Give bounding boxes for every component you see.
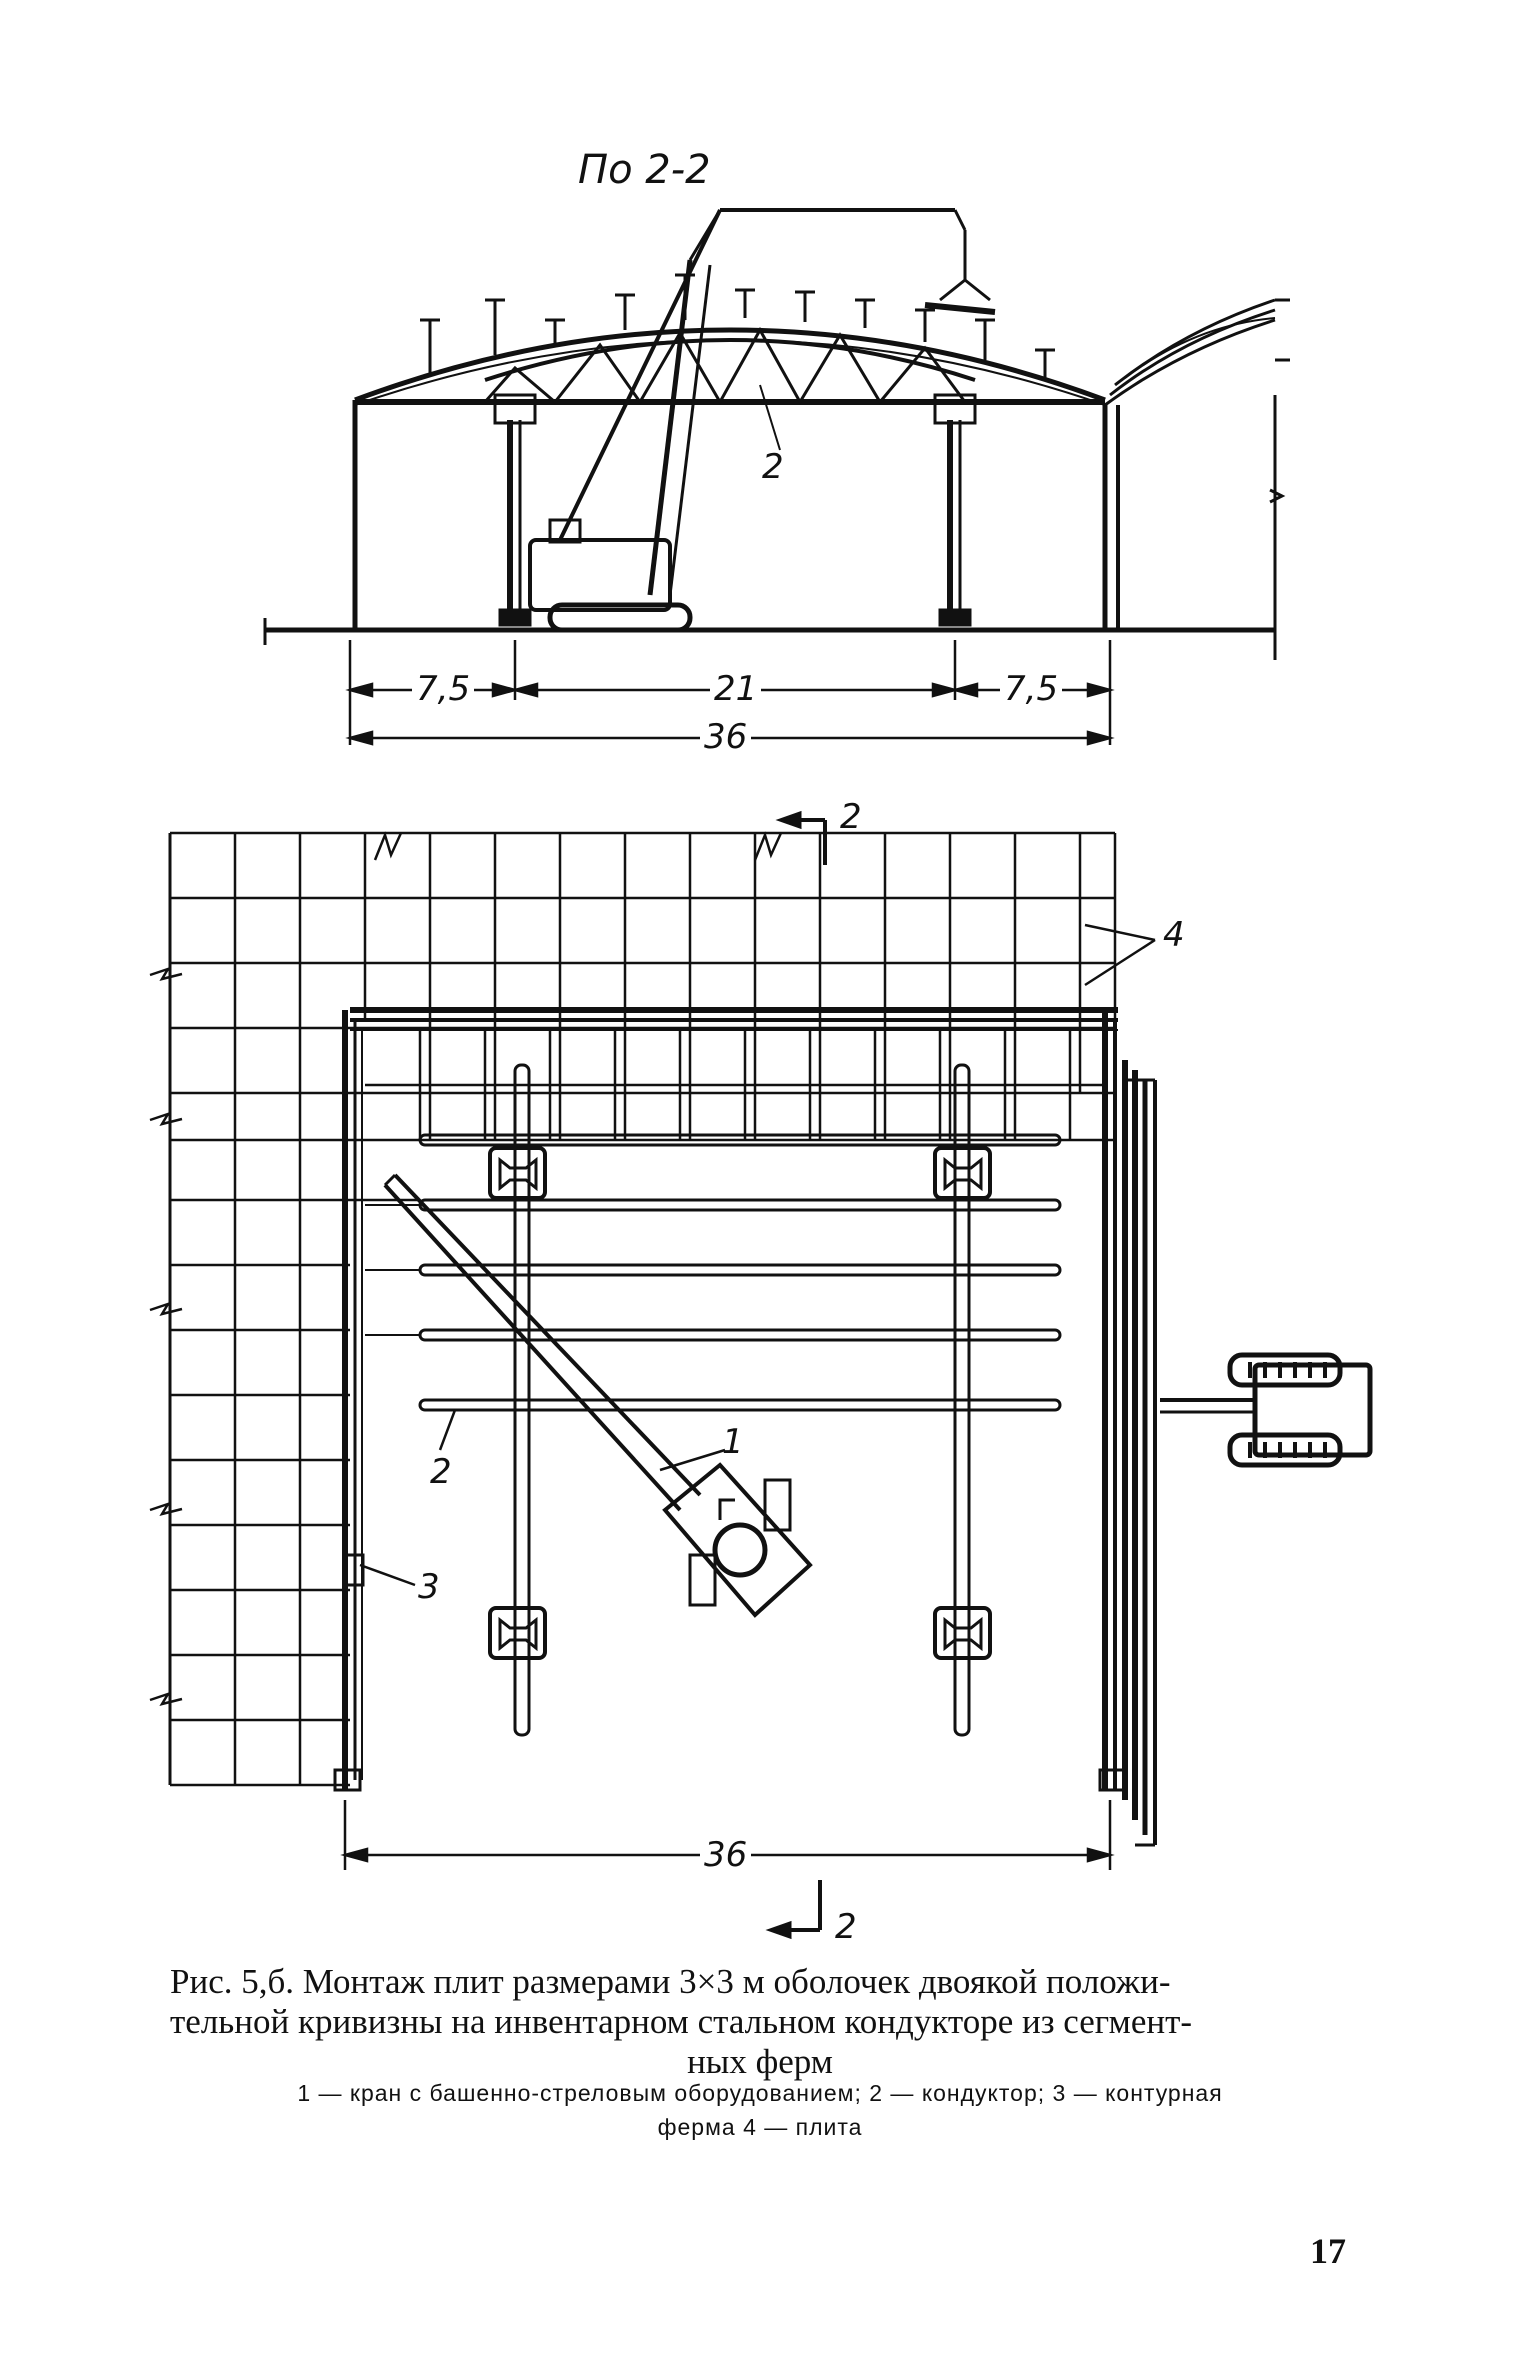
plan-dim-total: 36 [700, 1838, 752, 1872]
slab-grid [168, 831, 1117, 1787]
conductor-rails [488, 1063, 992, 1737]
elevation-callout-2: 2 [762, 447, 784, 487]
elevation-dim-middle: 21 [710, 672, 762, 706]
section-label: По 2-2 [578, 147, 711, 193]
elevation-view [263, 208, 1290, 746]
figure-caption-line2: тельной кривизны на инвентарном стальном… [170, 2002, 1193, 2041]
plan-callout-4: 4 [1163, 915, 1185, 955]
plan-section-mark-bottom: 2 [835, 1907, 857, 1947]
crane-elevation [528, 208, 996, 633]
figure-legend-line2: ферма 4 — плита [657, 2114, 863, 2140]
conductor-trusses [365, 1133, 1062, 1412]
figure-legend-line1: 1 — кран с башенно-стреловым оборудовани… [297, 2080, 1223, 2106]
crawler-plan [1160, 1352, 1373, 1468]
elevation-dim-right: 7,5 [1000, 672, 1063, 706]
figure-caption-line1: Рис. 5,б. Монтаж плит размерами 3×3 м об… [170, 1962, 1171, 2001]
plan-view [149, 810, 1373, 1940]
page-number: 17 [1310, 2231, 1346, 2271]
plan-callout-2: 2 [430, 1452, 452, 1492]
plan-callout-3: 3 [418, 1567, 440, 1607]
crane-plan [383, 1173, 813, 1618]
section-marks [765, 810, 827, 1940]
elevation-dim-total: 36 [700, 720, 752, 754]
plan-section-mark-top: 2 [840, 797, 862, 837]
figure-caption-line3: ных ферм [687, 2042, 833, 2081]
elevation-dim-left: 7,5 [412, 672, 475, 706]
contour-truss [333, 1007, 1157, 1847]
plan-callout-1: 1 [722, 1422, 744, 1462]
